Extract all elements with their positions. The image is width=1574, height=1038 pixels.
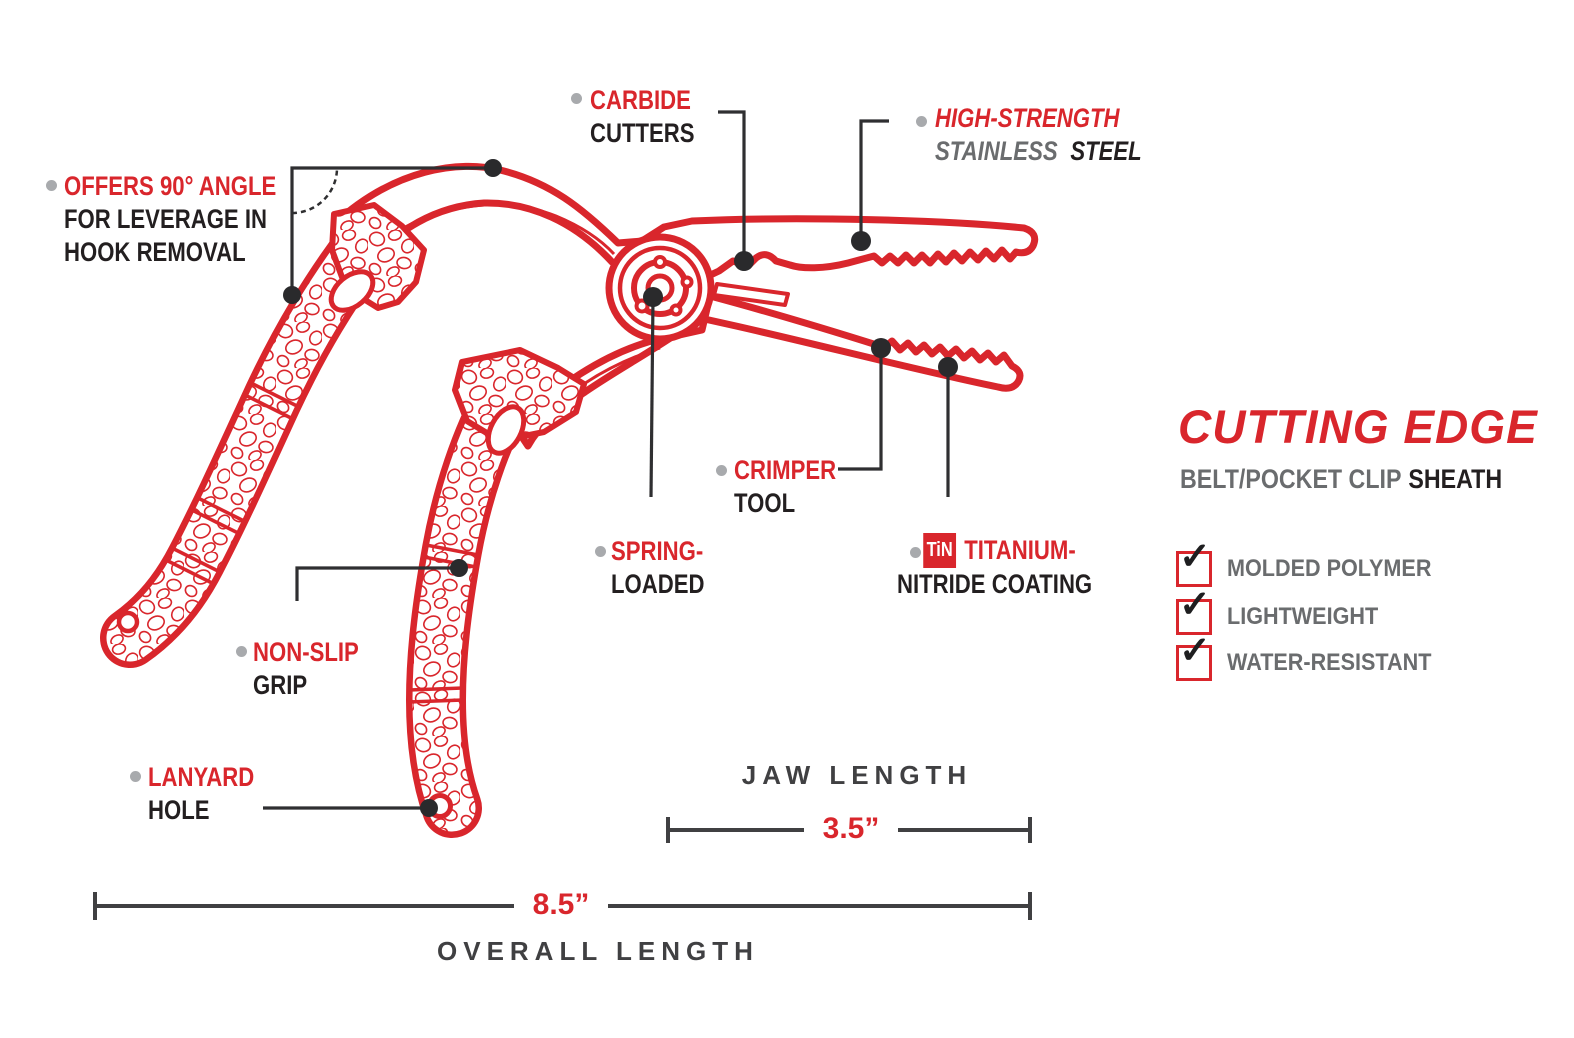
angle-label: OFFERS 90° ANGLE FOR LEVERAGE IN HOOK RE…: [64, 170, 276, 269]
high-strength-line1: HIGH-STRENGTH: [935, 103, 1120, 133]
checkbox-lightweight: ✓: [1176, 586, 1212, 635]
pliers-metal-frame: [330, 162, 1039, 450]
tin-bullet: [910, 547, 921, 558]
feature-water-resistant: ✓ WATER-RESISTANT: [1176, 632, 1454, 681]
non-slip-bullet: [236, 646, 247, 657]
checkmark-icon: ✓: [1179, 630, 1211, 672]
checkmark-icon: ✓: [1179, 584, 1211, 626]
grip-bands-upper: [165, 381, 300, 586]
lower-jaw: [512, 292, 1024, 450]
spring-label-line1: SPRING-: [611, 536, 704, 566]
sheath-subtitle-dark: SHEATH: [1408, 464, 1503, 494]
crimper-slot: [712, 282, 790, 307]
non-slip-leader: [295, 566, 459, 601]
pivot-housing: [605, 233, 715, 343]
lanyard-label: LANYARD HOLE: [148, 761, 254, 827]
jaw-length-value: 3.5”: [822, 812, 880, 845]
tin-badge: TiN: [923, 533, 957, 568]
callout-dots: [283, 159, 958, 817]
thumb-hole-upper: [328, 269, 376, 313]
crimper-label-line1: CRIMPER: [734, 455, 837, 485]
jaw-length-label: JAW LENGTH: [741, 760, 973, 790]
high-strength-line2: STAINLESS STEEL: [935, 135, 1142, 168]
non-slip-label-line2: GRIP: [253, 670, 308, 700]
high-strength-label: HIGH-STRENGTH STAINLESS STEEL: [935, 102, 1142, 168]
carbide-label: CARBIDE CUTTERS: [590, 84, 695, 150]
tin-label-line1: TITANIUM-: [964, 535, 1076, 565]
angle-label-line2: FOR LEVERAGE IN: [64, 204, 267, 234]
feature-molded-polymer: ✓ MOLDED POLYMER: [1176, 538, 1454, 587]
overall-length-label: OVERALL LENGTH: [437, 936, 759, 966]
feature-lightweight: ✓ LIGHTWEIGHT: [1176, 586, 1395, 635]
carbide-bullet: [571, 93, 582, 104]
feature-label: LIGHTWEIGHT: [1227, 603, 1379, 630]
angle-leader: [290, 166, 493, 295]
non-slip-label: NON-SLIP GRIP: [253, 636, 359, 702]
spring-label-line2: LOADED: [611, 569, 705, 599]
handle-upper: [100, 202, 427, 668]
stainless-text: STAINLESS: [935, 136, 1058, 166]
sheath-title: CUTTING EDGE: [1178, 400, 1538, 453]
handle-upper-hole: [116, 610, 140, 634]
lanyard-label-line1: LANYARD: [148, 762, 255, 792]
carbide-leader: [718, 110, 746, 261]
checkmark-icon: ✓: [1179, 536, 1211, 578]
overall-length-bracket: [93, 892, 1032, 920]
crimper-bullet: [716, 465, 727, 476]
thumb-hole-lower: [485, 404, 527, 456]
crimper-label: CRIMPER TOOL: [734, 454, 836, 520]
angle-label-line3: HOOK REMOVAL: [64, 237, 246, 267]
spring-bullet: [595, 546, 606, 557]
tin-label-line2: NITRIDE COATING: [897, 569, 1093, 599]
callout-lines: [263, 110, 950, 810]
angle-arc: [291, 167, 339, 215]
non-slip-label-line1: NON-SLIP: [253, 637, 359, 667]
feature-label: WATER-RESISTANT: [1227, 649, 1432, 676]
spring-label: SPRING- LOADED: [611, 535, 704, 601]
feature-label: MOLDED POLYMER: [1227, 555, 1432, 582]
checkbox-water-resistant: ✓: [1176, 632, 1212, 681]
carbide-label-line1: CARBIDE: [590, 85, 691, 115]
high-strength-leader: [859, 119, 889, 241]
overall-length-value: 8.5”: [532, 888, 590, 921]
lanyard-bullet: [130, 771, 141, 782]
spring-leader: [649, 296, 655, 498]
jaw-length-bracket: [666, 817, 1032, 843]
carbide-label-line2: CUTTERS: [590, 118, 695, 148]
tin-label: TiN TITANIUM- NITRIDE COATING: [897, 533, 1092, 601]
checkbox-molded-polymer: ✓: [1176, 538, 1212, 587]
sheath-subtitle-gray: BELT/POCKET CLIP: [1180, 464, 1402, 494]
high-strength-bullet: [916, 116, 927, 127]
angle-label-line1: OFFERS 90° ANGLE: [64, 171, 277, 201]
upper-jaw: [330, 162, 1039, 304]
handle-lower: [405, 347, 587, 838]
lanyard-label-line2: HOLE: [148, 795, 210, 825]
steel-text: STEEL: [1070, 136, 1142, 166]
crimper-leader: [838, 348, 883, 471]
crimper-label-line2: TOOL: [734, 488, 796, 518]
angle-bullet: [46, 180, 57, 191]
